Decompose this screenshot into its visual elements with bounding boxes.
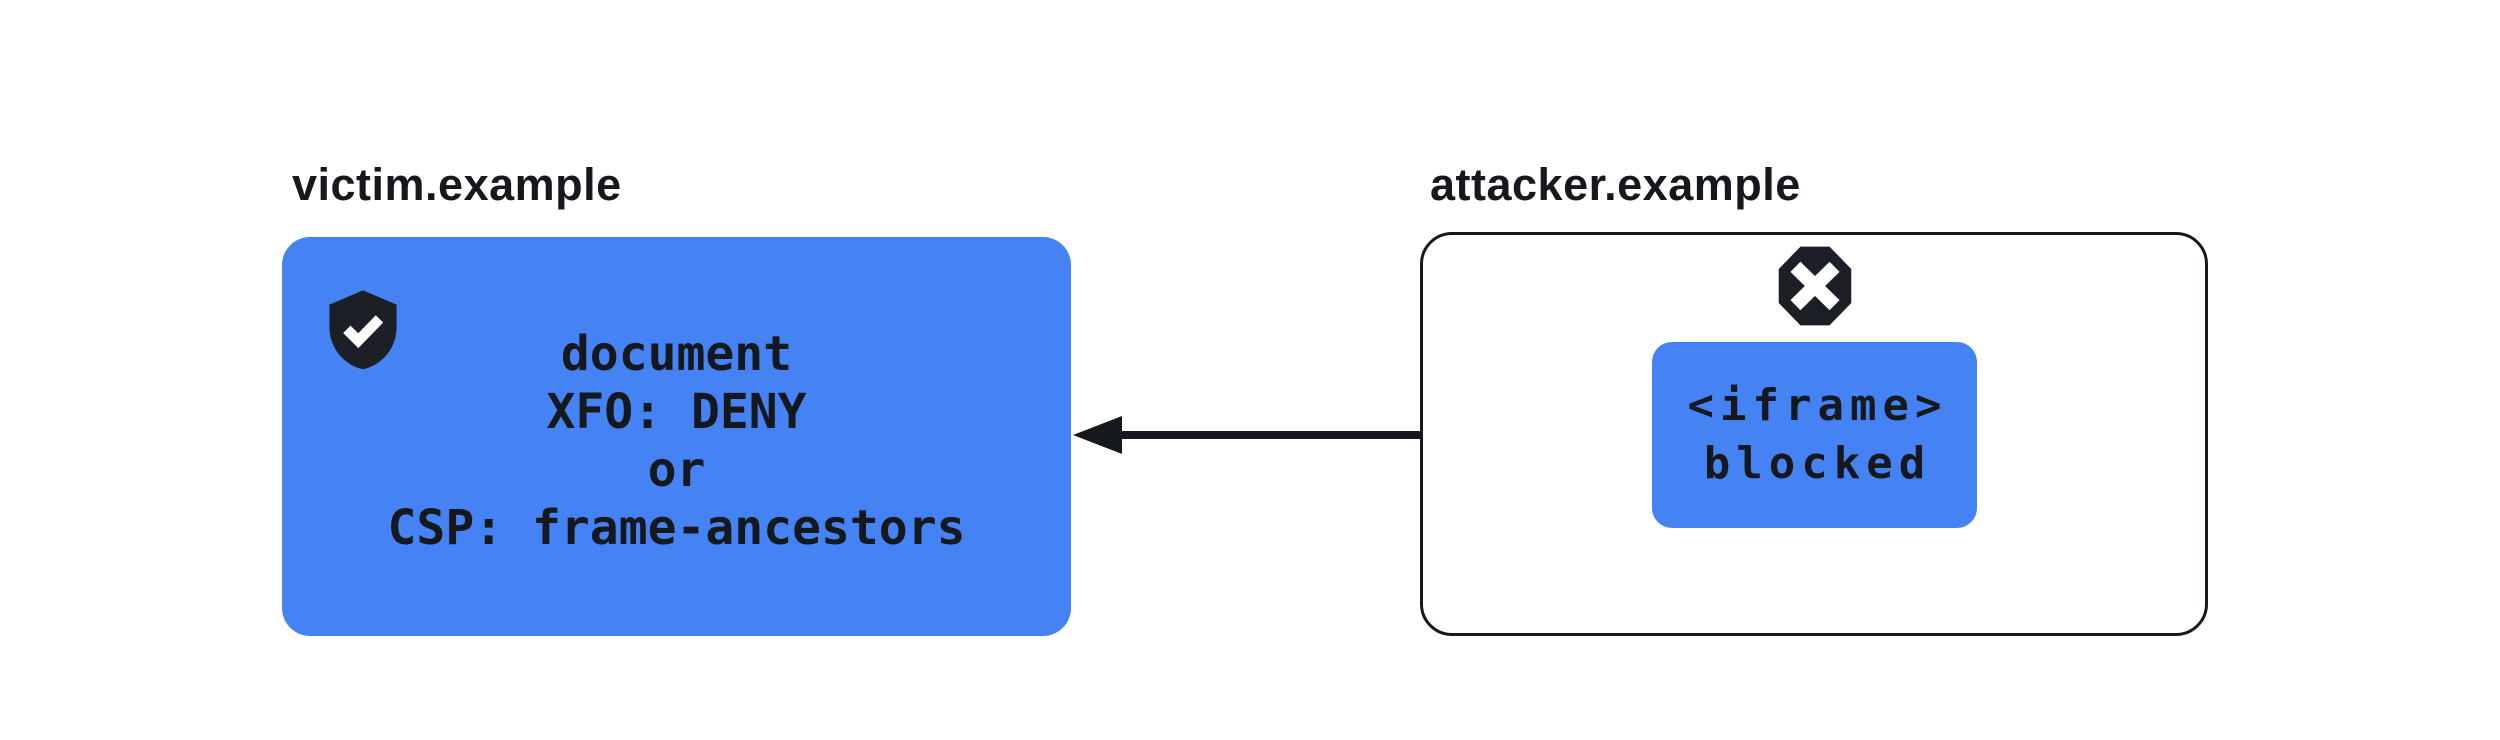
octagon-x-icon	[1778, 246, 1852, 326]
shield-check-icon	[329, 290, 397, 370]
victim-document-card: document XFO: DENY or CSP: frame-ancesto…	[282, 237, 1071, 636]
card-line-document: document	[560, 325, 793, 382]
victim-card-text: document XFO: DENY or CSP: frame-ancesto…	[282, 237, 1071, 636]
iframe-blocked-line: blocked	[1703, 438, 1932, 489]
iframe-tag-line: <iframe>	[1687, 380, 1948, 431]
blocked-iframe-box: <iframe> blocked	[1652, 342, 1977, 528]
card-line-or: or	[647, 441, 706, 498]
card-line-xfo-deny: XFO: DENY	[546, 383, 807, 440]
card-line-csp-frame-ancestors: CSP: frame-ancestors	[387, 499, 966, 556]
attacker-domain-label: attacker.example	[1430, 159, 1801, 210]
blocked-request-arrow-icon	[1073, 416, 1652, 454]
victim-domain-label: victim.example	[292, 159, 622, 210]
attacker-page-frame: <iframe> blocked	[1420, 232, 2208, 636]
